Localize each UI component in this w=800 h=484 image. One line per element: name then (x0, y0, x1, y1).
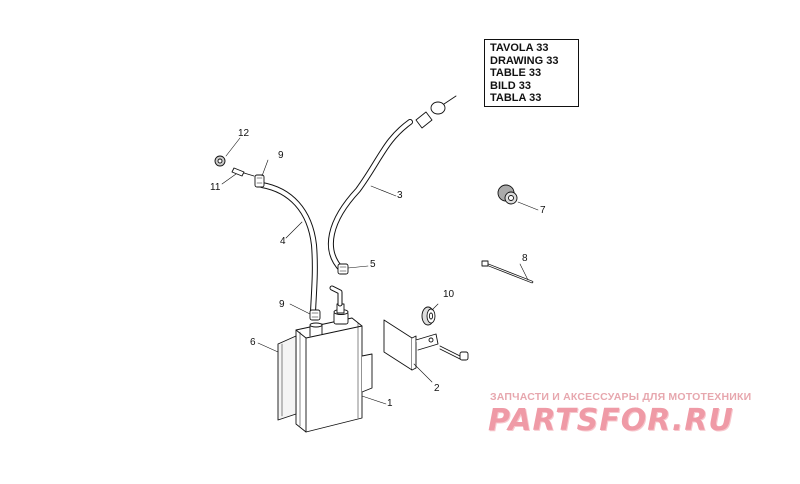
drawing-reference-box: TAVOLA 33 DRAWING 33 TABLE 33 BILD 33 TA… (484, 39, 579, 107)
reference-line-en-table: TABLE 33 (490, 67, 542, 80)
reference-line-de: BILD 33 (490, 79, 531, 92)
callout-7: 7 (540, 205, 546, 216)
screw (439, 345, 469, 361)
grommet (421, 306, 436, 326)
bracket (383, 319, 439, 371)
fitting-11 (231, 167, 255, 177)
connector-hose (329, 285, 343, 307)
washer-12 (214, 155, 226, 167)
hose-3 (327, 119, 413, 273)
callout-6: 6 (250, 337, 256, 348)
callout-3: 3 (397, 190, 403, 201)
cable-tie (481, 260, 534, 284)
callout-11: 11 (210, 182, 221, 193)
watermark-tagline: ЗАПЧАСТИ И АКСЕССУАРЫ ДЛЯ МОТОТЕХНИКИ (490, 391, 752, 403)
reference-line-es: TABLA 33 (490, 92, 542, 105)
callout-8: 8 (522, 253, 528, 264)
callout-12: 12 (238, 128, 250, 139)
callout-2: 2 (434, 383, 440, 394)
callout-1: 1 (387, 398, 393, 409)
reference-line-it: TAVOLA 33 (490, 42, 549, 54)
valve-fitting (415, 95, 457, 129)
cap-7 (497, 184, 518, 205)
callout-5: 5 (370, 259, 376, 270)
reference-line-en-drawing: DRAWING 33 (490, 54, 559, 67)
hose-4 (259, 182, 318, 315)
watermark-logo: PARTSFOR.RU (488, 403, 734, 438)
callout-9-upper: 9 (278, 150, 284, 161)
leader-lines (221, 137, 539, 405)
callout-9-lower: 9 (279, 299, 285, 310)
clamp-5 (337, 263, 349, 275)
shield-plate (277, 335, 297, 421)
clamp-upper (254, 174, 265, 188)
clamp-lower (309, 309, 321, 321)
canister (295, 303, 373, 433)
callout-10: 10 (443, 289, 455, 300)
callout-4: 4 (280, 236, 286, 247)
